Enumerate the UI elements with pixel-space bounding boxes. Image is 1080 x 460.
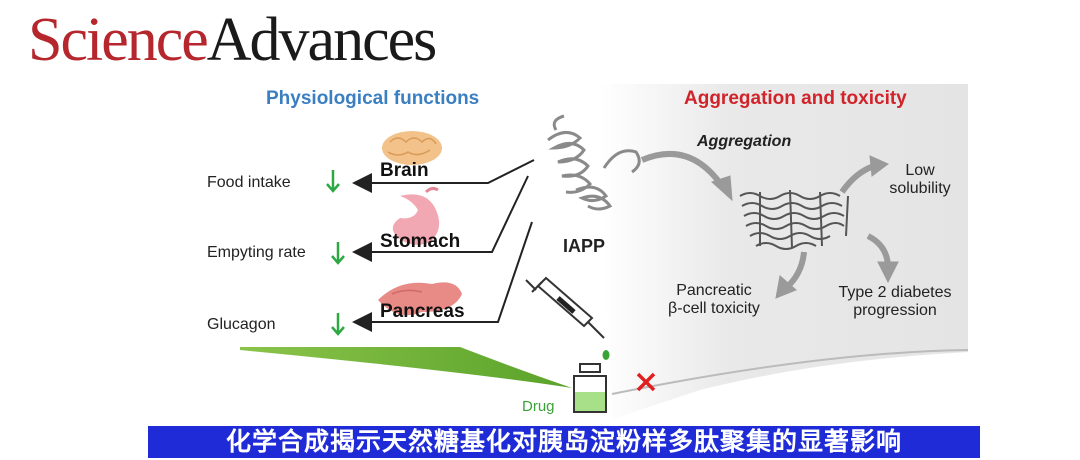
type2-diabetes-label: Type 2 diabetes progression (820, 284, 970, 320)
down-arrow-emptying (331, 242, 345, 265)
stomach-label: Stomach (380, 231, 461, 252)
aggregation-label: Aggregation (697, 133, 792, 150)
beta-cell-line1: Pancreatic (676, 282, 752, 299)
drug-label: Drug (522, 398, 555, 415)
beta-cell-line2: β-cell toxicity (668, 300, 760, 317)
baseline-line (611, 349, 969, 395)
down-arrow-food (326, 170, 340, 193)
syringe-illustration (525, 276, 605, 339)
drug-vial (573, 363, 607, 413)
food-intake-label: Food intake (207, 174, 291, 191)
brain-illustration (382, 131, 442, 165)
beta-cell-toxicity-label: Pancreatic β-cell toxicity (654, 282, 774, 318)
journal-name-part2: Advances (206, 6, 437, 74)
stomach-illustration (392, 186, 440, 245)
iapp-to-brain-line (352, 159, 535, 193)
brain-label: Brain (380, 160, 429, 181)
iapp-helix (547, 114, 641, 211)
aggregation-arrows (640, 151, 899, 299)
low-solubility-line1: Low (905, 162, 935, 179)
glucagon-label: Glucagon (207, 316, 276, 333)
pancreas-label: Pancreas (380, 301, 465, 322)
low-solubility-label: Low solubility (874, 162, 966, 198)
emptying-rate-label: Empyting rate (207, 244, 306, 261)
block-x-mark (636, 372, 656, 392)
physiological-functions-title: Physiological functions (266, 88, 480, 109)
iapp-label: IAPP (563, 236, 606, 256)
drug-effect-wedge (240, 347, 572, 388)
low-solubility-line2: solubility (889, 180, 951, 197)
aggregation-toxicity-title: Aggregation and toxicity (684, 88, 907, 109)
diabetes-line1: Type 2 diabetes (838, 284, 952, 301)
subtitle-caption: 化学合成揭示天然糖基化对胰岛淀粉样多肽聚集的显著影响 (148, 426, 980, 458)
diabetes-line2: progression (853, 302, 937, 319)
journal-logo: ScienceAdvances (28, 4, 437, 76)
drop (602, 350, 610, 360)
journal-name-part1: Science (28, 6, 209, 74)
amyloid-fibril (739, 189, 849, 250)
iapp-to-pancreas-line (352, 221, 533, 332)
down-arrow-glucagon (331, 313, 345, 336)
iapp-to-stomach-line (352, 175, 529, 262)
pancreas-illustration (378, 282, 462, 316)
